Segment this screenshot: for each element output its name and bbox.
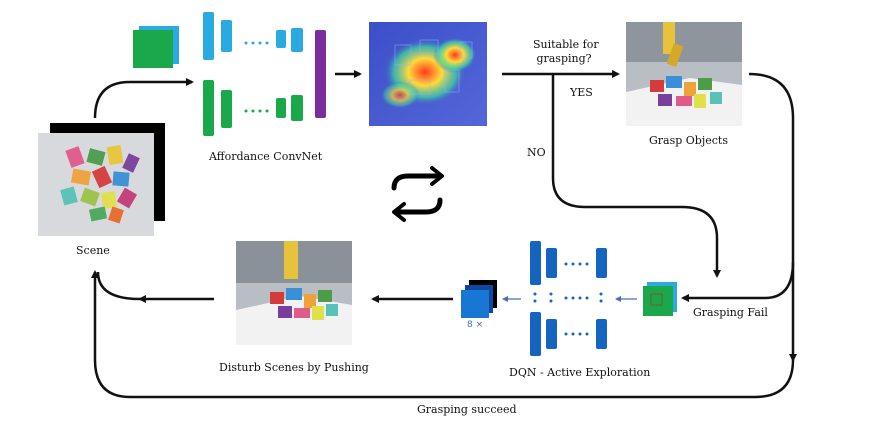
dqn-blocks [530,241,607,356]
affordance-convnet-blocks [203,12,326,136]
flow-arrows [91,70,797,399]
grasp-objects-label: Grasp Objects [649,134,728,147]
affordance-convnet-label: Affordance ConvNet [209,150,323,163]
scene-image [38,123,165,236]
dqn-input-map [643,282,677,316]
grasping-succeed-label: Grasping succeed [417,403,517,416]
yes-label: YES [570,86,593,99]
no-label: NO [527,146,546,159]
scene-label: Scene [76,244,110,257]
suitable-question-line1: Suitable for [533,38,599,51]
input-feature-maps [133,26,179,68]
stack-count-label: 8 × [467,320,484,330]
dqn-label: DQN - Active Exploration [509,366,651,379]
suitable-question-line2: grasping? [536,52,592,65]
affordance-heatmap [369,22,487,126]
disturb-scenes-photo [236,241,352,345]
dqn-output-stack [461,280,497,318]
disturb-scenes-label: Disturb Scenes by Pushing [219,361,369,374]
refresh-cycle-icon [391,166,444,222]
grasp-objects-photo [626,22,742,126]
grasping-fail-label: Grasping Fail [693,306,768,319]
